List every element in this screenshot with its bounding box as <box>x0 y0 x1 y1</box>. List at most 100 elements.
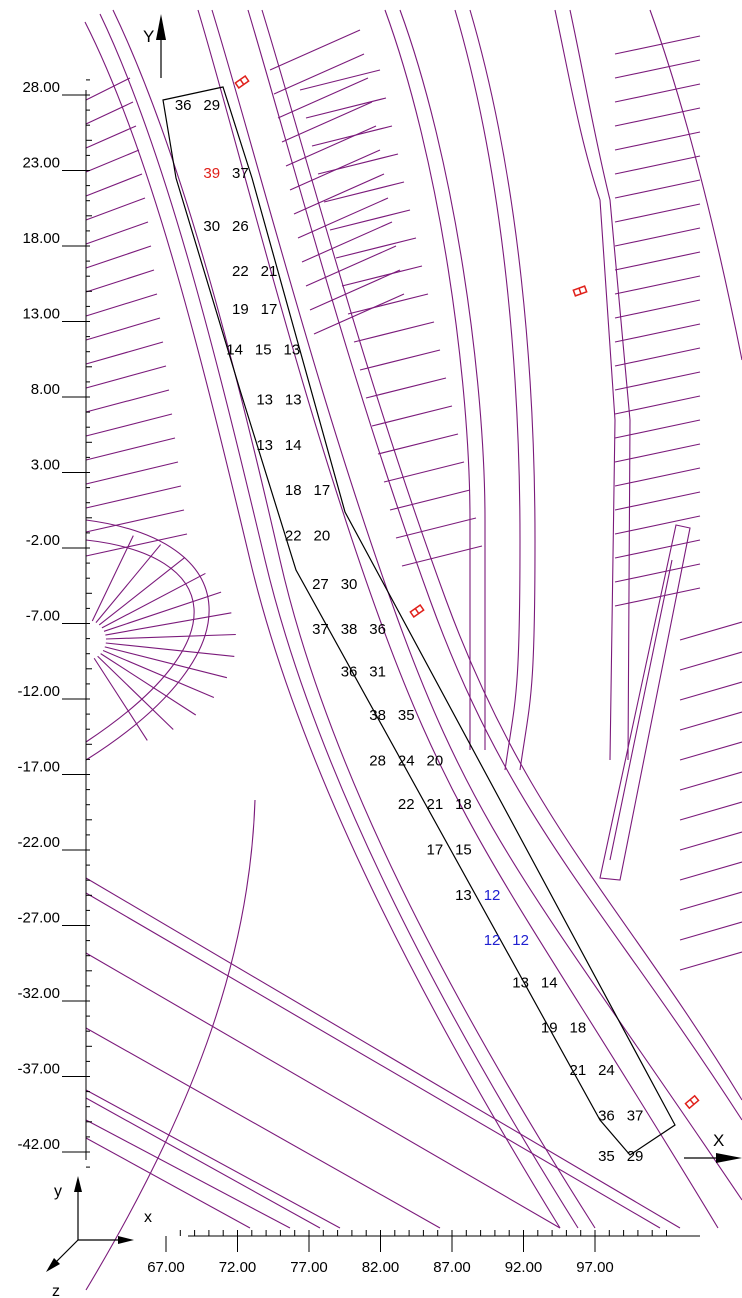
hatch-line <box>679 951 742 971</box>
value-label: 39 <box>203 165 220 182</box>
hatch-line <box>85 197 146 221</box>
value-label: 37 <box>232 165 249 182</box>
hatch-line <box>614 35 701 55</box>
value-label: 18 <box>569 1020 586 1037</box>
hatch-line <box>85 293 158 317</box>
hatch-line <box>85 461 179 485</box>
hatch-line <box>309 269 401 311</box>
hatch-line <box>305 97 387 119</box>
value-label: 14 <box>226 342 243 359</box>
value-label: 12 <box>484 887 501 904</box>
hatch-line <box>614 179 701 199</box>
hatch-line <box>85 341 164 365</box>
value-label: 30 <box>203 218 220 235</box>
marker-4 <box>684 1094 700 1110</box>
hatch-line <box>85 269 155 293</box>
hatch-line <box>353 321 435 343</box>
value-label: 21 <box>569 1062 586 1079</box>
y-axis: 28.0023.0018.0013.008.003.00-2.00-7.00-1… <box>17 79 92 1168</box>
hatch-line <box>614 155 701 175</box>
road-line <box>85 1089 341 1229</box>
value-label: 35 <box>398 707 415 724</box>
hatch-line <box>614 467 701 487</box>
marker-1 <box>234 75 250 89</box>
x-tick-label: 82.00 <box>362 1259 400 1276</box>
road-line <box>85 892 661 1229</box>
y-tick-label: -22.00 <box>17 834 60 851</box>
value-label: 36 <box>341 663 358 680</box>
road-line <box>85 799 256 1291</box>
value-label: 35 <box>598 1148 615 1165</box>
hatch-line <box>299 69 381 91</box>
value-label: 15 <box>255 342 272 359</box>
value-label: 12 <box>512 932 529 949</box>
road-line <box>261 9 742 1101</box>
hatch-line <box>679 711 742 731</box>
value-label: 12 <box>484 932 501 949</box>
hatch-line <box>614 107 701 127</box>
hatch-line <box>614 299 701 319</box>
hatch-line <box>383 461 465 483</box>
value-label: 15 <box>455 842 472 859</box>
hatch-line <box>85 149 140 173</box>
y-arrow: Y <box>143 14 166 78</box>
hatch-line <box>85 221 149 245</box>
hatch-line <box>679 921 742 941</box>
hatch-line <box>85 77 131 101</box>
hatch-line <box>105 612 232 636</box>
hatch-line <box>614 275 701 295</box>
hatch-line <box>614 395 701 415</box>
hatch-line <box>614 83 701 103</box>
hatch-line <box>614 587 701 607</box>
value-label: 37 <box>627 1107 644 1124</box>
x-tick-label: 92.00 <box>505 1259 543 1276</box>
coord-y-label: y <box>54 1183 62 1200</box>
y-tick-label: -17.00 <box>17 759 60 776</box>
hatch-line <box>614 491 701 511</box>
road-line <box>454 9 521 771</box>
hatch-line <box>85 365 167 389</box>
value-label: 36 <box>175 97 192 114</box>
hatch-line <box>679 621 742 641</box>
y-tick-label: 3.00 <box>31 457 60 474</box>
hatch-line <box>85 101 134 125</box>
y-tick-label: -42.00 <box>17 1136 60 1153</box>
hatch-line <box>293 173 385 215</box>
hatch-line <box>305 245 397 287</box>
hatch-line <box>371 405 453 427</box>
value-label: 13 <box>256 392 273 409</box>
road-line <box>85 519 210 761</box>
value-label: 36 <box>369 621 386 638</box>
hatch-line <box>679 801 742 821</box>
road-line <box>85 952 561 1229</box>
hatch-line <box>614 539 701 559</box>
survey-boundary <box>162 86 676 1156</box>
y-tick-label: 28.00 <box>22 79 60 96</box>
value-label: 13 <box>256 437 273 454</box>
hatch-line <box>281 101 373 143</box>
hatch-line <box>679 831 742 851</box>
x-arrow: X <box>684 1131 742 1163</box>
hatch-line <box>85 509 185 533</box>
hatch-line <box>335 237 417 259</box>
coord-z-label: z <box>52 1283 60 1298</box>
value-label: 36 <box>598 1107 615 1124</box>
markers <box>234 75 700 1110</box>
value-label: 29 <box>627 1148 644 1165</box>
hatch-line <box>301 221 393 263</box>
value-label: 20 <box>314 527 331 544</box>
value-label: 29 <box>203 97 220 114</box>
hatch-line <box>614 251 701 271</box>
hatch-line <box>103 591 222 632</box>
hatch-line <box>97 655 174 730</box>
hatch-line <box>359 349 441 371</box>
hatch-line <box>614 203 701 223</box>
hatch-line <box>614 347 701 367</box>
x-tick-label: 87.00 <box>433 1259 471 1276</box>
road-line <box>599 524 691 881</box>
hatch-line <box>85 389 170 413</box>
y-tick-label: 18.00 <box>22 230 60 247</box>
